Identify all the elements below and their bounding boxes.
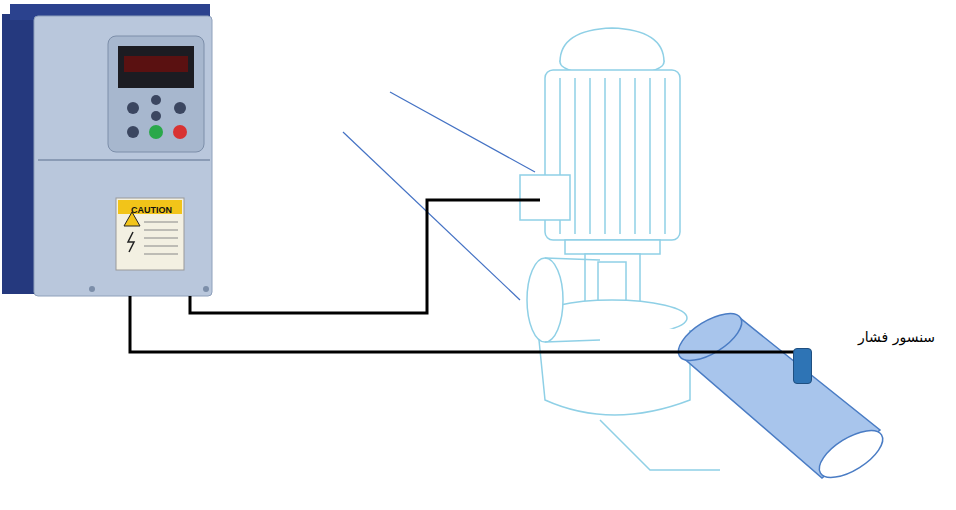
sticker-line (144, 246, 178, 247)
pump-casing (537, 320, 690, 415)
run-key (149, 125, 163, 139)
pipe (671, 304, 890, 486)
key (151, 95, 161, 105)
pump-base (600, 420, 720, 470)
screw (89, 286, 95, 292)
key (127, 126, 139, 138)
sensor-label: سنسور فشار (858, 329, 935, 345)
sticker-line (144, 254, 178, 255)
fin (634, 78, 636, 234)
display (118, 46, 194, 88)
pump-drawing (520, 28, 720, 470)
inverter-face (34, 16, 212, 296)
inverter-box: CAUTION (0, 4, 212, 296)
pipe-opening (812, 421, 890, 486)
leader-line (390, 92, 535, 172)
caution-sticker (116, 198, 184, 270)
key (174, 102, 186, 114)
fin (589, 78, 591, 234)
key (151, 111, 161, 121)
fin (664, 78, 666, 234)
leader-line (343, 132, 520, 300)
motor-flange (565, 240, 660, 254)
pipe-end (671, 304, 749, 369)
display-digits (124, 56, 188, 72)
voltage-symbol (128, 232, 134, 252)
caution-band (118, 200, 182, 214)
sticker-line (144, 222, 178, 223)
fin (649, 78, 651, 234)
inverter-drawing (2, 4, 212, 296)
screw (203, 286, 209, 292)
inlet-pipe (545, 258, 600, 342)
inverter-seam (38, 159, 210, 161)
sticker-line (144, 230, 178, 231)
key (127, 102, 139, 114)
motor-dome (560, 28, 664, 62)
terminal-box (520, 175, 570, 220)
motor-cable (190, 200, 540, 313)
shaft (598, 262, 626, 302)
pressure-sensor: سنسور فشار (793, 348, 812, 384)
inlet-flange (527, 258, 563, 342)
sensor-cable (130, 296, 803, 352)
keypad-frame (108, 36, 204, 152)
fin (619, 78, 621, 234)
fin (574, 78, 576, 234)
coupling-frame (585, 254, 640, 304)
fin (604, 78, 606, 234)
sticker-line (144, 238, 178, 239)
caution-text: CAUTION (131, 205, 172, 215)
stop-key (173, 125, 187, 139)
